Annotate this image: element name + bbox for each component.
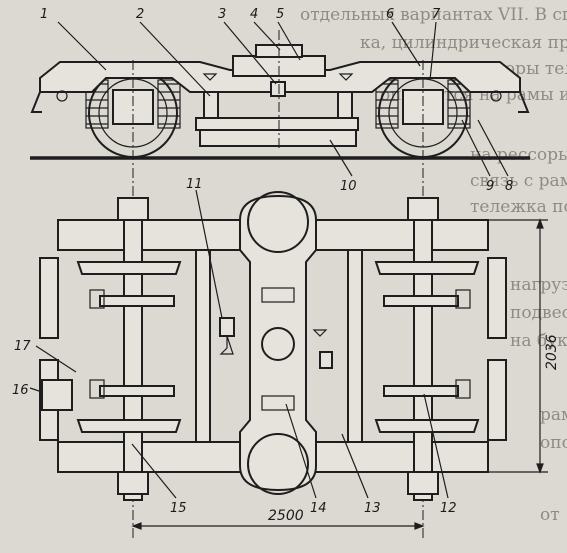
bg-line: на буксы	[510, 331, 567, 351]
callout-10: 10	[340, 179, 357, 194]
plan-brake-rigging-right	[374, 261, 480, 433]
callout-15: 15	[170, 501, 187, 516]
bg-line: на рессоры. Брусья опираются на	[470, 145, 567, 165]
plan-transom-right	[347, 249, 363, 443]
bg-line: отдельных вариантах VII. В специаль	[300, 5, 567, 25]
plan-axle-right	[413, 199, 433, 501]
lower-beam	[199, 129, 357, 147]
plan-transom-left	[195, 249, 211, 443]
side-view	[30, 30, 530, 540]
callout-8: 8	[505, 179, 513, 194]
damper-right	[337, 91, 353, 119]
plan-side-bearing-top	[247, 191, 309, 253]
center-hanger	[270, 81, 286, 97]
callout-leaders	[29, 21, 509, 499]
damper-left	[203, 91, 219, 119]
callout-17: 17	[14, 339, 31, 354]
bg-line: от	[540, 505, 560, 525]
wheelbase-dimension: 2500	[268, 508, 304, 524]
plan-side-bearing-bottom	[247, 433, 309, 495]
callout-6: 6	[386, 7, 394, 22]
callout-7: 7	[432, 7, 441, 22]
bg-line: подвеску передается	[510, 303, 567, 323]
callout-14: 14	[310, 501, 327, 516]
bg-line: рама	[540, 405, 567, 425]
plan-box-16	[41, 379, 73, 411]
bg-line: тележка получила упругую	[470, 197, 567, 217]
width-dimension: 2036	[544, 334, 560, 370]
callout-11: 11	[186, 177, 203, 192]
dimension-lines: 2500 2036	[131, 218, 560, 530]
plan-view	[39, 191, 507, 501]
callout-5: 5	[276, 7, 284, 22]
callout-9: 9	[486, 179, 494, 194]
callout-labels: 1 2 3 4 5 6 7 8 9 10 11 12 13 14 15 16 1…	[12, 7, 513, 516]
callout-13: 13	[364, 501, 381, 516]
bg-line: нагрузку от кузова через	[510, 275, 567, 295]
plan-axle-left	[123, 199, 143, 501]
callout-1: 1	[40, 7, 48, 22]
bg-line: ка, цилиндрическая пружина, поддерживает	[360, 33, 567, 53]
callout-3: 3	[218, 7, 226, 22]
plan-bolster	[239, 194, 317, 492]
callout-2: 2	[136, 7, 144, 22]
spring-plank	[195, 117, 359, 131]
bg-line: связь с рамой через кронштейны	[470, 171, 567, 191]
plan-valve-11	[219, 317, 235, 337]
plan-brake-rigging-left	[76, 261, 182, 433]
callout-4: 4	[250, 7, 258, 22]
callout-16: 16	[12, 383, 29, 398]
bg-line: опорах	[540, 433, 567, 453]
callout-12: 12	[440, 501, 457, 516]
plan-center-pivot	[261, 327, 295, 361]
